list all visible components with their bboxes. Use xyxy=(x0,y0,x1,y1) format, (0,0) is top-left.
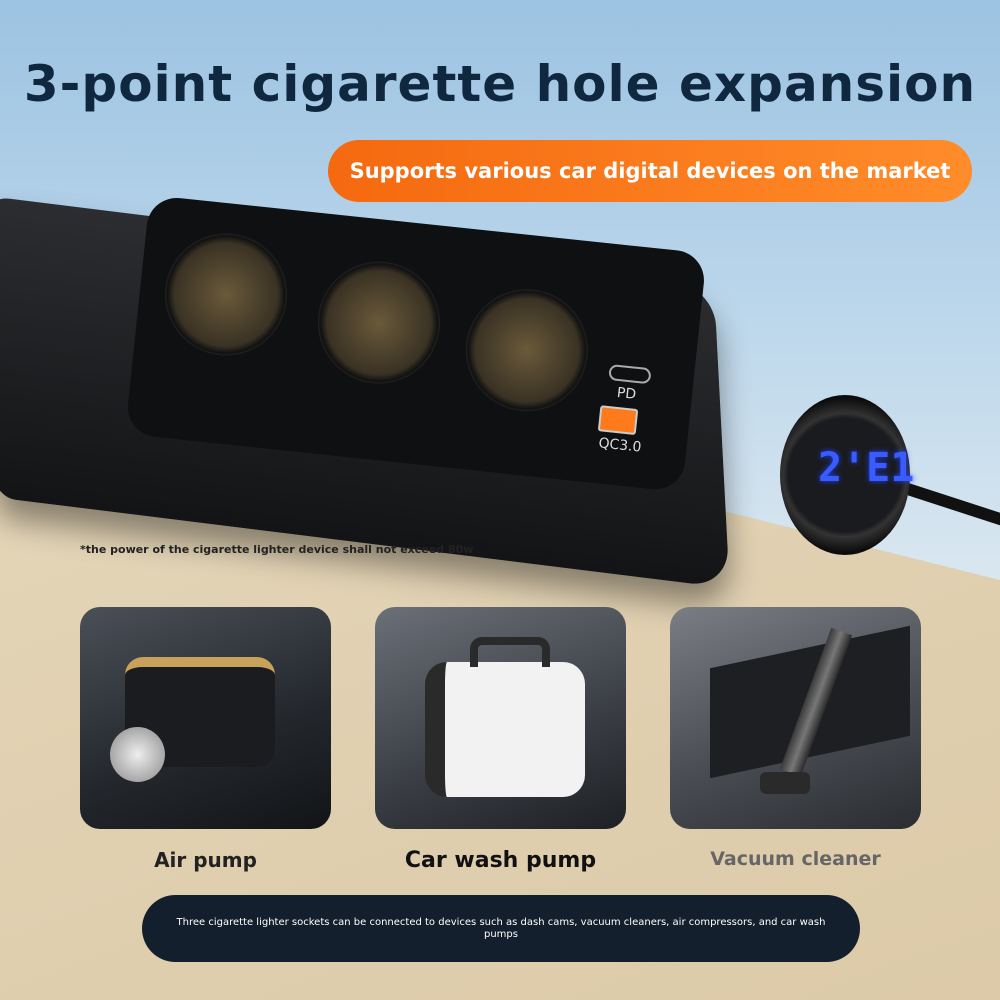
power-note: *the power of the cigarette lighter devi… xyxy=(80,543,474,556)
voltage-display: 2'E1 xyxy=(818,445,915,491)
footer-banner: Three cigarette lighter sockets can be c… xyxy=(142,895,860,962)
page-title: 3-point cigarette hole expansion xyxy=(23,55,977,113)
vacuum-cleaner-image xyxy=(670,607,921,829)
car-wash-pump-image xyxy=(375,607,626,829)
lighter-socket-3 xyxy=(459,283,594,418)
lighter-socket-2 xyxy=(311,255,446,390)
qc-label: QC3.0 xyxy=(597,435,643,456)
air-pump-label: Air pump xyxy=(154,848,257,872)
air-pump-image xyxy=(80,607,331,829)
pd-label: PD xyxy=(616,384,637,403)
vacuum-cleaner-label: Vacuum cleaner xyxy=(710,848,881,870)
car-wash-pump-label: Car wash pump xyxy=(404,848,597,873)
plug-head xyxy=(780,395,910,555)
usb-c-port-icon xyxy=(608,363,652,385)
subtitle-pill: Supports various car digital devices on … xyxy=(328,140,972,202)
lighter-socket-1 xyxy=(158,227,294,362)
usb-a-port-icon xyxy=(597,405,639,436)
